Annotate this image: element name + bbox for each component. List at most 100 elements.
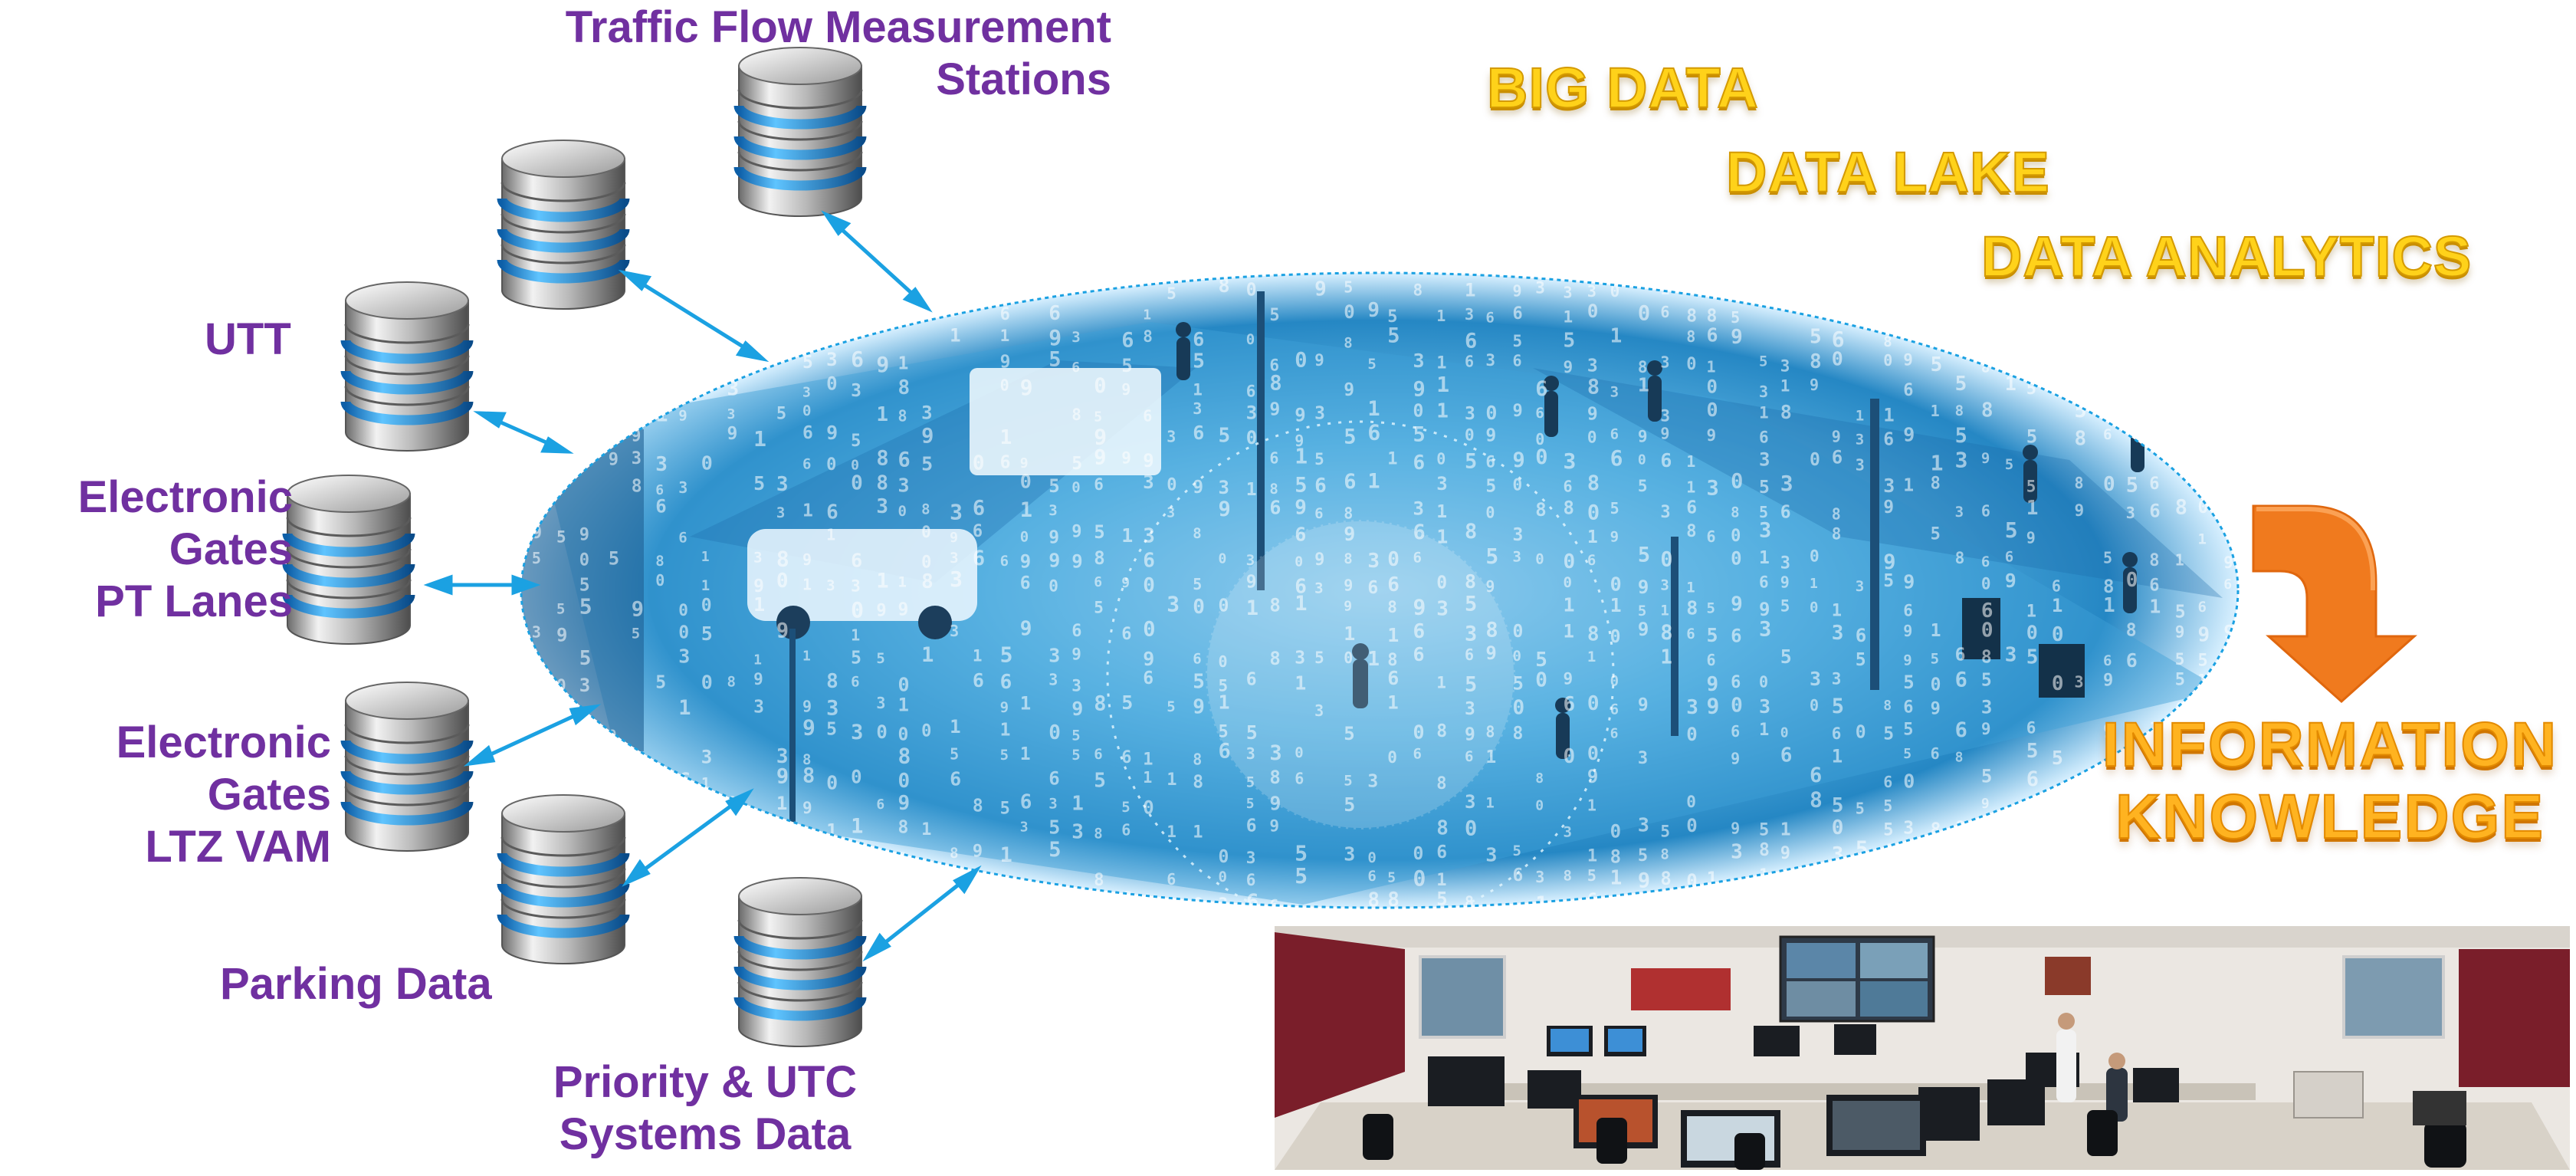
svg-text:8: 8 [1731, 504, 1739, 521]
svg-text:6: 6 [579, 744, 591, 767]
svg-text:8: 8 [1071, 406, 1081, 424]
svg-text:9: 9 [1638, 619, 1649, 640]
svg-text:1: 1 [1810, 576, 1818, 592]
svg-text:6: 6 [1707, 651, 1716, 669]
svg-text:1: 1 [1535, 892, 1547, 916]
svg-text:8: 8 [1143, 327, 1153, 346]
svg-text:5: 5 [1856, 650, 1866, 670]
svg-text:5: 5 [1903, 721, 1913, 740]
database-icon-parking [502, 795, 625, 964]
svg-text:3: 3 [898, 849, 907, 866]
svg-text:3: 3 [701, 747, 712, 768]
svg-text:1: 1 [1387, 624, 1399, 646]
svg-text:5: 5 [701, 281, 710, 297]
svg-text:8: 8 [1955, 402, 1964, 419]
svg-text:0: 0 [2198, 498, 2209, 517]
svg-text:8: 8 [2223, 351, 2233, 370]
svg-text:0: 0 [921, 554, 931, 573]
svg-text:0: 0 [1931, 301, 1941, 320]
svg-text:6: 6 [1883, 840, 1894, 862]
svg-text:6: 6 [1564, 478, 1573, 496]
svg-text:9: 9 [1193, 696, 1205, 719]
svg-text:5: 5 [579, 647, 592, 670]
svg-text:0: 0 [2126, 569, 2138, 592]
svg-text:9: 9 [1638, 869, 1650, 893]
svg-text:3: 3 [1246, 552, 1255, 569]
svg-text:3: 3 [851, 381, 861, 401]
svg-text:3: 3 [1167, 592, 1180, 617]
svg-text:3: 3 [950, 567, 963, 592]
svg-text:9: 9 [1707, 426, 1717, 445]
svg-text:5: 5 [1269, 306, 1279, 325]
svg-text:0: 0 [1367, 849, 1376, 866]
svg-text:9: 9 [802, 550, 812, 569]
svg-text:8: 8 [1883, 865, 1895, 887]
svg-text:9: 9 [1810, 376, 1819, 394]
svg-text:8: 8 [1387, 889, 1400, 912]
svg-text:5: 5 [1048, 348, 1061, 372]
svg-text:0: 0 [1143, 797, 1153, 819]
svg-text:1: 1 [1832, 602, 1842, 621]
svg-text:1: 1 [1000, 283, 1010, 302]
svg-text:5: 5 [532, 549, 541, 567]
svg-text:3: 3 [1143, 525, 1155, 548]
svg-text:0: 0 [1246, 281, 1257, 301]
svg-text:1: 1 [1167, 823, 1176, 841]
svg-text:5: 5 [1883, 724, 1894, 744]
svg-text:9: 9 [1071, 698, 1083, 720]
svg-text:9: 9 [802, 697, 812, 715]
svg-text:3: 3 [1167, 898, 1175, 915]
svg-text:8: 8 [876, 447, 888, 471]
svg-text:5: 5 [579, 576, 590, 596]
svg-text:0: 0 [2223, 649, 2233, 668]
svg-text:8: 8 [1269, 767, 1280, 788]
svg-text:9: 9 [1048, 550, 1060, 572]
svg-text:9: 9 [1465, 725, 1475, 745]
svg-text:5: 5 [1638, 477, 1648, 495]
svg-text:9: 9 [1981, 796, 1990, 812]
svg-text:3: 3 [2198, 326, 2209, 346]
svg-text:5: 5 [579, 594, 592, 619]
svg-text:6: 6 [1387, 573, 1400, 596]
svg-text:9: 9 [802, 715, 815, 741]
svg-text:3: 3 [1660, 353, 1669, 372]
svg-text:6: 6 [1094, 475, 1104, 494]
svg-text:9: 9 [1314, 351, 1324, 370]
svg-text:6: 6 [1587, 552, 1596, 569]
svg-text:3: 3 [1535, 868, 1544, 886]
svg-text:0: 0 [2075, 847, 2085, 866]
svg-text:1: 1 [1020, 498, 1032, 522]
svg-text:5: 5 [776, 404, 786, 423]
svg-text:1: 1 [851, 626, 860, 644]
svg-text:1: 1 [921, 820, 931, 839]
svg-text:3: 3 [1465, 622, 1477, 645]
svg-text:3: 3 [1295, 648, 1305, 668]
svg-text:9: 9 [826, 305, 835, 322]
svg-text:0: 0 [898, 724, 909, 744]
svg-text:5: 5 [1513, 332, 1523, 350]
svg-text:3: 3 [1832, 622, 1844, 645]
svg-text:9: 9 [1048, 528, 1059, 548]
svg-text:9: 9 [1731, 819, 1740, 837]
svg-text:5: 5 [556, 600, 565, 617]
svg-text:0: 0 [579, 550, 589, 570]
svg-text:1: 1 [1759, 721, 1769, 740]
svg-text:0: 0 [1610, 673, 1619, 690]
svg-text:0: 0 [876, 849, 886, 867]
svg-text:0: 0 [1219, 847, 1229, 867]
svg-text:9: 9 [753, 670, 763, 688]
svg-text:9: 9 [1564, 670, 1573, 688]
svg-text:0: 0 [921, 523, 931, 541]
svg-text:0: 0 [1513, 648, 1521, 665]
svg-text:6: 6 [2223, 577, 2232, 593]
svg-text:3: 3 [1246, 849, 1256, 867]
svg-text:3: 3 [1143, 471, 1153, 493]
svg-text:8: 8 [1707, 307, 1718, 327]
svg-text:6: 6 [1832, 327, 1845, 352]
svg-text:0: 0 [826, 839, 838, 862]
svg-text:8: 8 [1436, 721, 1447, 741]
svg-text:9: 9 [579, 525, 589, 544]
svg-text:5: 5 [1344, 278, 1353, 296]
svg-text:6: 6 [609, 300, 620, 322]
svg-text:6: 6 [1269, 356, 1279, 374]
